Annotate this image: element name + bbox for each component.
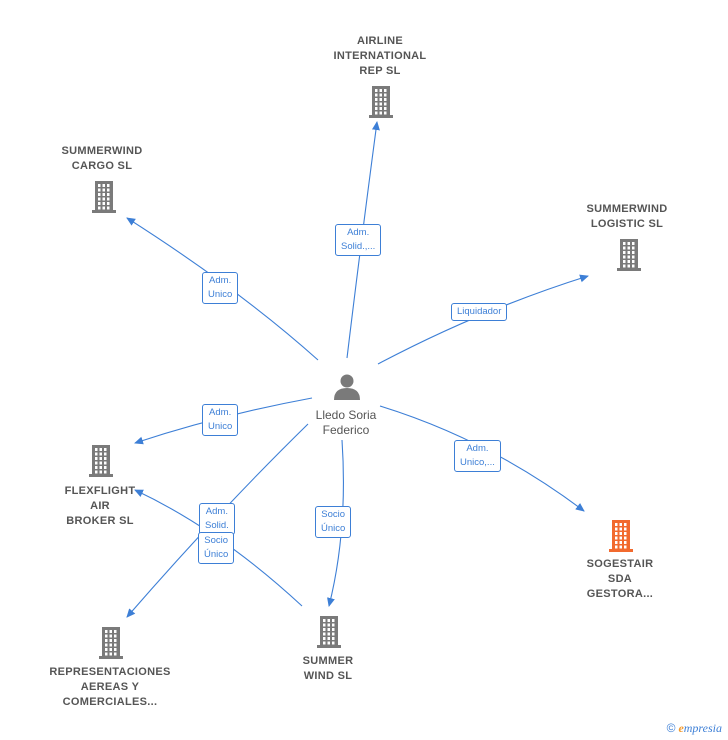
relation-label-line: Solid. [205, 520, 229, 531]
brand-name: mpresia [683, 721, 722, 735]
company-name-line: INTERNATIONAL [333, 50, 427, 62]
relation-label-line: Liquidador [457, 306, 502, 317]
relation-label-line: Adm. [209, 407, 232, 418]
company-name-line: GESTORA... [586, 588, 654, 600]
company-name-line: SUMMERWIND [61, 145, 143, 157]
relation-label-summerwind[interactable]: Socio Único [315, 506, 352, 538]
building-icon[interactable] [617, 239, 641, 271]
building-icon[interactable] [99, 627, 123, 659]
relation-label-summerwind-flexflight[interactable]: Socio Único [198, 532, 235, 564]
company-label-summerwind[interactable]: SUMMER WIND SL [303, 654, 354, 684]
company-name-line: AIR [90, 500, 110, 512]
relation-label-sogestair[interactable]: Adm. Unico,... [454, 440, 501, 472]
company-label-logistic[interactable]: SUMMERWIND LOGISTIC SL [586, 202, 667, 232]
relation-label-line: Socio [321, 509, 346, 520]
company-name-line: CARGO SL [71, 160, 133, 172]
building-icon[interactable] [369, 86, 393, 118]
person-name-line: Federico [322, 423, 370, 437]
relation-label-line: Adm. [209, 275, 232, 286]
company-name-line: FLEXFLIGHT [64, 485, 136, 497]
relation-label-line: Socio [204, 535, 229, 546]
company-name-line: BROKER SL [66, 515, 134, 527]
company-name-line: REP SL [359, 65, 401, 77]
company-name-line: REPRESENTACIONES [49, 666, 171, 678]
relation-label-line: Unico,... [460, 457, 495, 468]
company-label-airline[interactable]: AIRLINE INTERNATIONAL REP SL [334, 34, 427, 79]
company-name-line: SDA [607, 573, 633, 585]
company-name-line: SUMMER [302, 655, 354, 667]
company-name-line: SOGESTAIR [586, 558, 654, 570]
brand-logo-initial: e [678, 721, 684, 735]
company-label-flexflight[interactable]: FLEXFLIGHT AIR BROKER SL [65, 484, 136, 529]
relation-label-line: Adm. [347, 227, 370, 238]
company-name-line: COMERCIALES... [62, 696, 158, 708]
edges [126, 121, 589, 618]
person-icon[interactable] [334, 374, 360, 401]
person-name-line: Lledo Soria [315, 408, 377, 422]
person-label[interactable]: Lledo Soria Federico [316, 408, 377, 438]
building-icon[interactable] [317, 616, 341, 648]
company-name-line: AEREAS Y [80, 681, 140, 693]
relation-label-logistic[interactable]: Liquidador [451, 303, 508, 321]
company-name-line: LOGISTIC SL [590, 218, 664, 230]
building-icon[interactable] [609, 520, 633, 552]
relation-label-line: Único [321, 523, 346, 534]
relation-label-line: Adm. [205, 506, 228, 517]
company-label-representaciones[interactable]: REPRESENTACIONES AEREAS Y COMERCIALES... [49, 665, 170, 710]
company-label-sogestair[interactable]: SOGESTAIR SDA GESTORA... [587, 557, 654, 602]
company-name-line: AIRLINE [356, 35, 404, 47]
relation-label-line: Unico [208, 421, 233, 432]
relation-label-line: Adm. [466, 443, 489, 454]
copyright-symbol: © [666, 721, 676, 735]
relation-label-cargo[interactable]: Adm. Unico [202, 272, 239, 304]
brand-footer[interactable]: ©empresia [667, 721, 722, 736]
relation-label-representaciones[interactable]: Adm. Solid. [199, 503, 235, 535]
relation-label-line: Único [204, 549, 229, 560]
relation-label-line: Solid.,... [341, 241, 376, 252]
relation-label-airline[interactable]: Adm. Solid.,... [335, 224, 382, 256]
company-name-line: WIND SL [303, 670, 353, 682]
company-label-cargo[interactable]: SUMMERWIND CARGO SL [61, 144, 142, 174]
building-icon[interactable] [92, 181, 116, 213]
company-name-line: SUMMERWIND [586, 203, 668, 215]
relation-label-flexflight[interactable]: Adm. Unico [202, 404, 239, 436]
building-icon[interactable] [89, 445, 113, 477]
relation-label-line: Unico [208, 289, 233, 300]
